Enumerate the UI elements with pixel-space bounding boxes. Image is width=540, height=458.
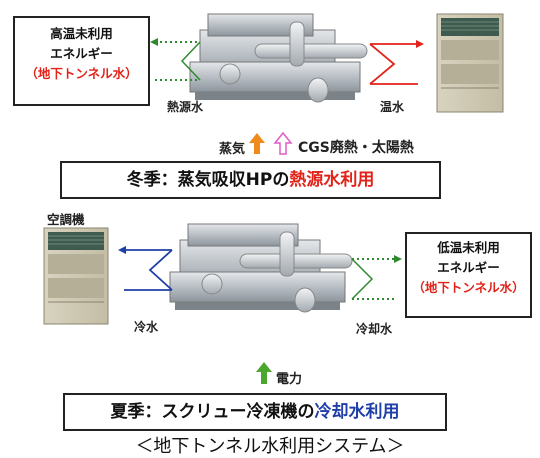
low-temp-box-line3: （地下トンネル水） xyxy=(412,280,525,295)
label-cooling-water: 冷却水 xyxy=(356,322,393,336)
cgs-up-arrow xyxy=(273,131,293,155)
high-temp-box-line2: エネルギー xyxy=(50,46,113,61)
label-power: 電力 xyxy=(276,372,303,387)
low-temp-box-line2: エネルギー xyxy=(437,260,500,275)
label-air-conditioner: 空調機 xyxy=(47,212,85,227)
cooling-water-loop xyxy=(351,258,396,300)
summer-banner: 夏季：スクリュー冷凍機の冷却水利用 xyxy=(63,393,447,431)
label-steam: 蒸気 xyxy=(219,142,246,157)
high-temp-energy-box: 高温未利用 エネルギー （地下トンネル水） xyxy=(13,16,150,106)
low-temp-energy-box: 低温未利用 エネルギー （地下トンネル水） xyxy=(405,232,532,318)
label-cgs-heat: CGS廃熱・太陽熱 xyxy=(298,140,414,156)
winter-banner: 冬季：蒸気吸収HPの熱源水利用 xyxy=(60,161,441,199)
hot-water-loop xyxy=(369,43,418,85)
air-handler-unit-winter xyxy=(436,13,504,113)
label-heat-source-water: 熱源水 xyxy=(167,100,204,114)
low-temp-box-line1: 低温未利用 xyxy=(437,240,500,255)
label-hot-water: 温水 xyxy=(380,100,405,114)
diagram-caption: ＜地下トンネル水利用システム＞ xyxy=(135,436,405,457)
arrow-head-green-left xyxy=(150,38,158,46)
power-up-arrow xyxy=(256,362,272,384)
arrow-head-red-right xyxy=(416,40,424,48)
steam-up-arrow xyxy=(249,133,265,154)
summer-banner-emphasis: 冷却水利用 xyxy=(314,402,400,422)
winter-banner-emphasis: 熱源水利用 xyxy=(289,170,375,190)
absorption-heat-pump-machine xyxy=(189,13,368,103)
cold-water-loop xyxy=(124,249,173,291)
heat-source-water-loop xyxy=(155,41,201,81)
arrow-head-blue-left xyxy=(118,246,126,254)
air-conditioner-unit-summer xyxy=(43,227,109,325)
screw-chiller-machine xyxy=(169,223,353,313)
high-temp-box-line3: （地下トンネル水） xyxy=(25,66,138,81)
high-temp-box-line1: 高温未利用 xyxy=(50,26,113,41)
arrow-head-green-right xyxy=(394,255,402,263)
label-cold-water: 冷水 xyxy=(134,320,159,334)
summer-banner-prefix: 夏季：スクリュー冷凍機の xyxy=(110,402,315,422)
winter-banner-prefix: 冬季：蒸気吸収HPの xyxy=(126,170,290,190)
